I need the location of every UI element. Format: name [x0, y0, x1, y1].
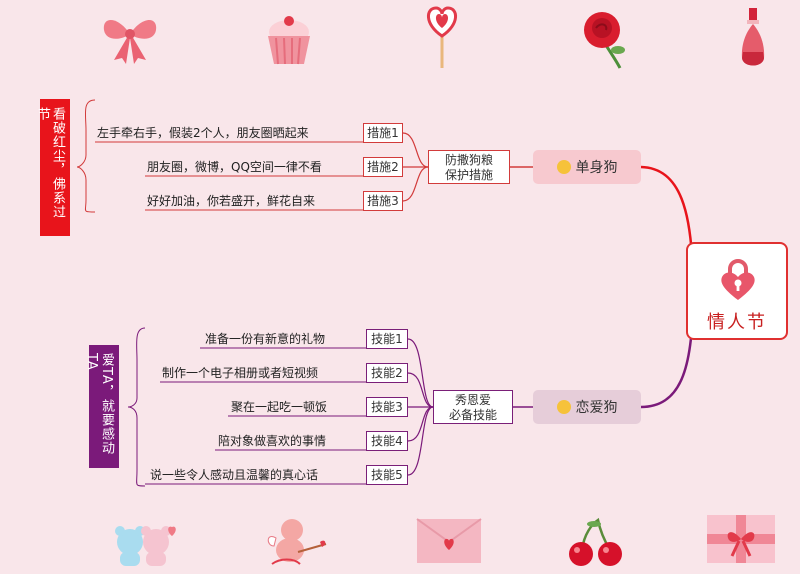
- cupid-icon: [267, 519, 327, 565]
- heart-lock-icon: [721, 259, 755, 300]
- love-item-1[interactable]: 准备一份有新意的礼物: [205, 332, 326, 346]
- branch-love-label: 恋爱狗: [575, 400, 618, 416]
- love-tag-3[interactable]: 技能3: [366, 397, 408, 417]
- bow-icon: [103, 19, 157, 64]
- single-group-label-1: 防撒狗粮: [444, 153, 493, 167]
- single-item-1[interactable]: 左手牵右手，假装2个人，朋友圈晒起来: [97, 126, 309, 140]
- love-item-2[interactable]: 制作一个电子相册或者短视频: [162, 366, 319, 380]
- root-label: 情人节: [707, 312, 767, 333]
- single-tag-2[interactable]: 措施2: [363, 157, 403, 177]
- single-item-2[interactable]: 朋友圈，微博，QQ空间一律不看: [147, 160, 322, 174]
- love-tag-2[interactable]: 技能2: [366, 363, 408, 383]
- branch-single-label: 单身狗: [575, 160, 618, 176]
- bears-icon: [115, 526, 176, 566]
- envelope-icon: [416, 518, 482, 563]
- lollipop-icon: [427, 6, 457, 68]
- love-item-4[interactable]: 陪对象做喜欢的事情: [218, 434, 327, 448]
- laughing-face-icon: [556, 160, 571, 174]
- single-tag-3[interactable]: 措施3: [363, 191, 403, 211]
- single-group-label-2: 保护措施: [444, 168, 493, 182]
- rose-icon: [584, 12, 625, 69]
- love-group-node[interactable]: 秀恩爱 必备技能: [433, 390, 513, 424]
- single-note[interactable]: 看破红尘，佛系过节: [35, 99, 70, 236]
- love-group-label-1: 秀恩爱: [454, 393, 491, 407]
- love-item-3[interactable]: 聚在一起吃一顿饭: [231, 400, 328, 414]
- cupcake-icon: [268, 16, 310, 65]
- gift-icon: [707, 515, 775, 563]
- branch-single[interactable]: 单身狗: [533, 150, 641, 184]
- single-tag-1[interactable]: 措施1: [363, 123, 403, 143]
- love-tag-5[interactable]: 技能5: [366, 465, 408, 485]
- single-group-node[interactable]: 防撒狗粮 保护措施: [428, 150, 510, 184]
- root-node[interactable]: 情人节: [686, 242, 788, 340]
- love-tag-4[interactable]: 技能4: [366, 431, 408, 451]
- cherries-icon: [569, 517, 622, 566]
- branch-love[interactable]: 恋爱狗: [533, 390, 641, 424]
- single-item-3[interactable]: 好好加油，你若盛开，鲜花自来: [147, 194, 316, 208]
- perfume-icon: [741, 8, 765, 66]
- love-note[interactable]: 爱TA，就要感动TA: [84, 345, 119, 468]
- love-item-5[interactable]: 说一些令人感动且温馨的真心话: [150, 468, 319, 482]
- love-group-label-2: 必备技能: [448, 408, 497, 422]
- heart-eyes-face-icon: [556, 400, 571, 414]
- love-tag-1[interactable]: 技能1: [366, 329, 408, 349]
